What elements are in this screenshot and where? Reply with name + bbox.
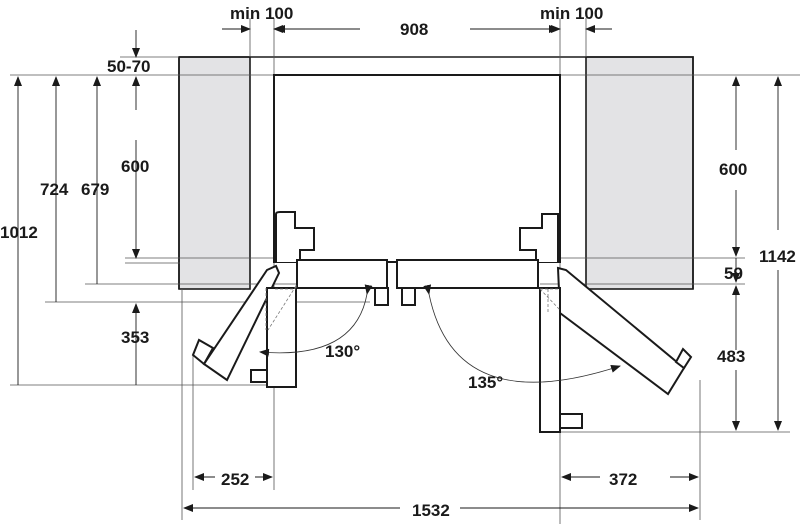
dim-right-600: 600	[719, 160, 747, 179]
right-door-open-handle	[674, 347, 693, 370]
left-door-handle	[374, 287, 389, 306]
dim-right-1142: 1142	[759, 247, 796, 266]
dim-right-59: 59	[724, 264, 743, 283]
cabinet-top-outline	[178, 56, 694, 289]
dim-left-679: 679	[81, 180, 109, 199]
left-cabinet	[178, 56, 251, 290]
left-hinge	[275, 211, 315, 262]
left-door-open-90	[266, 287, 297, 388]
right-door-open-90-handle	[559, 413, 583, 429]
dim-left-600: 600	[121, 157, 149, 176]
left-door-open-90-handle	[250, 369, 268, 383]
dim-left-353: 353	[121, 328, 149, 347]
dim-bottom-1532: 1532	[412, 501, 450, 520]
left-door-open-handle	[191, 338, 215, 366]
dim-left-1012: 1012	[0, 223, 38, 242]
fridge-body	[273, 74, 561, 263]
dim-gap-top: 50-70	[107, 57, 150, 76]
right-hinge	[519, 213, 559, 262]
dim-bottom-252: 252	[221, 470, 249, 489]
dim-min-left: min 100	[230, 4, 293, 23]
right-door-handle	[401, 287, 416, 306]
angle-arc-130	[259, 284, 373, 357]
angle-label-130: 130°	[325, 342, 360, 361]
dim-min-right: min 100	[540, 4, 603, 23]
left-door-closed	[296, 259, 388, 289]
dimension-lines	[14, 25, 782, 512]
dim-left-724: 724	[40, 180, 69, 199]
angle-label-135: 135°	[468, 373, 503, 392]
angle-arc-135	[423, 284, 621, 383]
dim-bottom-372: 372	[609, 470, 637, 489]
right-door-open-90	[539, 287, 561, 433]
right-cabinet	[585, 56, 694, 290]
right-door-closed	[396, 259, 539, 289]
dim-right-483: 483	[717, 347, 745, 366]
dim-width-908: 908	[400, 20, 428, 39]
